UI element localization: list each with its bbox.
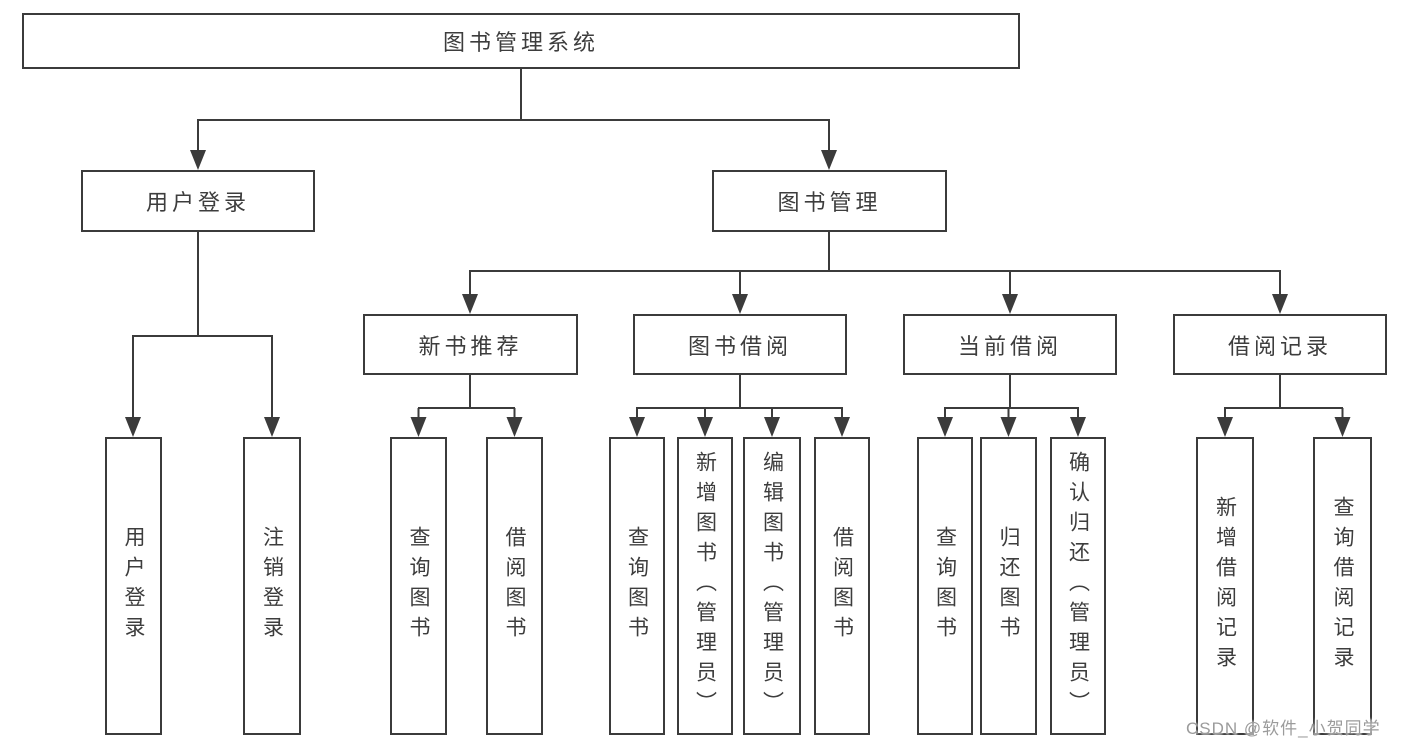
node-book-borrow: 图书借阅: [633, 314, 847, 375]
leaf-borrow-book-recommend-label: 借阅图书: [503, 526, 526, 646]
node-borrow-record: 借阅记录: [1173, 314, 1387, 375]
leaf-logout-login: 注销登录: [243, 437, 301, 735]
node-user-login: 用户登录: [81, 170, 315, 232]
leaf-query-borrow-record-label: 查询借阅记录: [1331, 496, 1354, 676]
node-root-label: 图书管理系统: [442, 30, 599, 55]
node-book-borrow-label: 图书借阅: [687, 333, 792, 359]
leaf-return-book: 归还图书: [980, 437, 1037, 735]
leaf-query-book-current-label: 查询图书: [933, 526, 957, 646]
csdn-watermark: CSDN @软件_小贺同学: [1186, 719, 1381, 738]
leaf-confirm-return-admin: 确认归还（管理员）: [1050, 437, 1106, 735]
leaf-query-borrow-record: 查询借阅记录: [1313, 437, 1372, 735]
leaf-add-borrow-record: 新增借阅记录: [1196, 437, 1254, 735]
leaf-query-book-borrow-label: 查询图书: [625, 526, 649, 646]
leaf-return-book-label: 归还图书: [997, 526, 1020, 646]
leaf-user-login: 用户登录: [105, 437, 162, 735]
leaf-query-book-borrow: 查询图书: [609, 437, 665, 735]
leaf-confirm-return-admin-label: 确认归还（管理员）: [1066, 451, 1090, 721]
node-new-book-recommend: 新书推荐: [363, 314, 578, 375]
leaf-query-book-current: 查询图书: [917, 437, 973, 735]
node-user-login-label: 用户登录: [145, 190, 250, 215]
leaf-query-book-recommend: 查询图书: [390, 437, 447, 735]
leaf-logout-login-label: 注销登录: [260, 526, 284, 646]
leaf-add-book-admin: 新增图书（管理员）: [677, 437, 733, 735]
node-current-borrow-label: 当前借阅: [957, 333, 1062, 359]
leaf-edit-book-admin-label: 编辑图书（管理员）: [760, 451, 784, 721]
node-book-management: 图书管理: [712, 170, 947, 232]
leaf-add-book-admin-label: 新增图书（管理员）: [693, 451, 717, 721]
node-book-management-label: 图书管理: [777, 190, 882, 215]
arrowheads: [125, 150, 1351, 437]
leaf-user-login-label: 用户登录: [122, 526, 145, 646]
leaf-add-borrow-record-label: 新增借阅记录: [1213, 496, 1237, 676]
node-borrow-record-label: 借阅记录: [1227, 333, 1332, 359]
node-root-system: 图书管理系统: [22, 13, 1020, 69]
node-new-book-recommend-label: 新书推荐: [418, 333, 523, 359]
leaf-borrow-book-label: 借阅图书: [830, 526, 854, 646]
leaf-borrow-book-recommend: 借阅图书: [486, 437, 543, 735]
leaf-borrow-book: 借阅图书: [814, 437, 870, 735]
leaf-edit-book-admin: 编辑图书（管理员）: [743, 437, 801, 735]
node-current-borrow: 当前借阅: [903, 314, 1117, 375]
leaf-query-book-recommend-label: 查询图书: [407, 526, 430, 646]
